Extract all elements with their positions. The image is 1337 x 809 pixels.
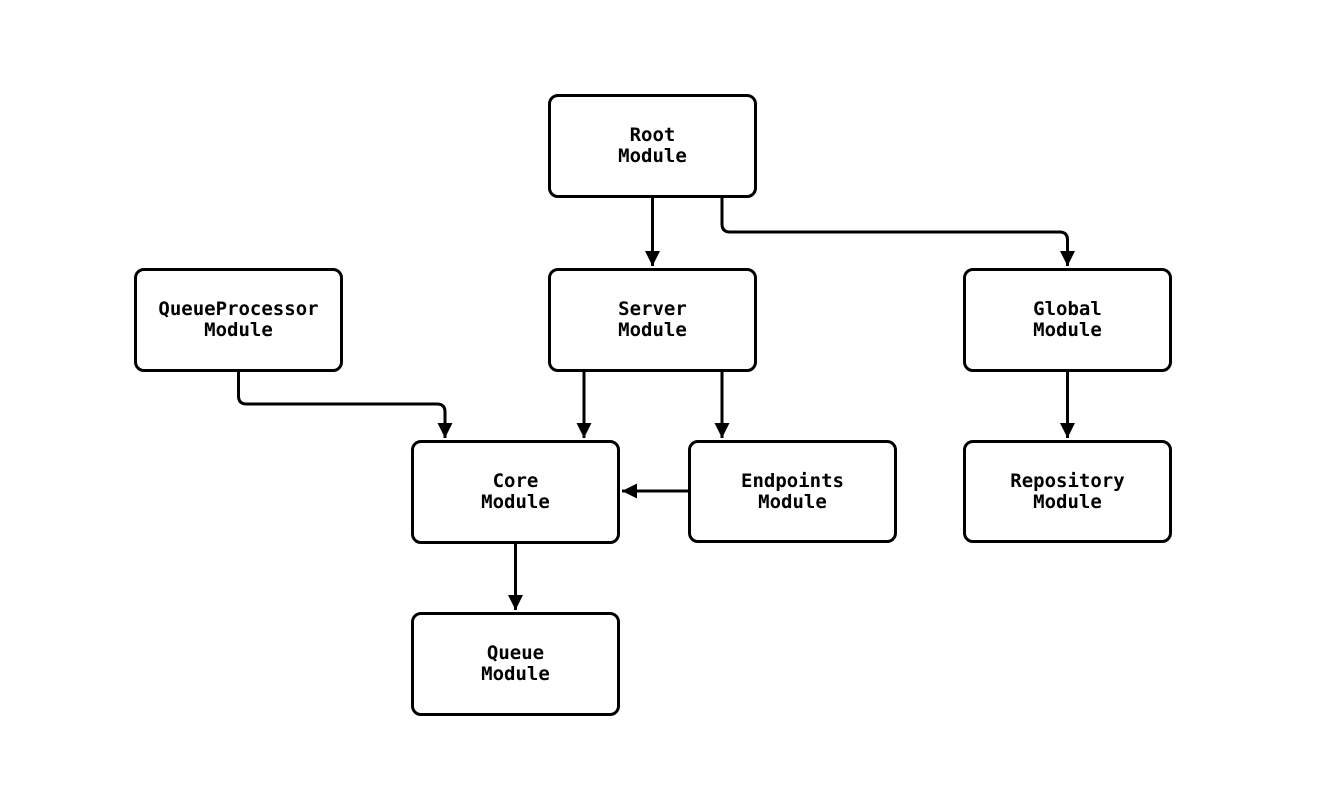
node-label-line: Endpoints <box>741 469 844 492</box>
node-label-line: Module <box>618 319 687 341</box>
node-label-line: Root <box>629 124 676 146</box>
node-label-line: Repository <box>1010 469 1125 492</box>
node-label-line: Global <box>1033 298 1102 320</box>
node-label-line: Core <box>492 470 539 492</box>
node-label-line: Module <box>1033 490 1102 513</box>
node-label-line: Server <box>618 298 687 320</box>
node-label-line: QueueProcessor <box>158 298 319 320</box>
node-label-line: Queue <box>486 642 545 664</box>
edges-group <box>237 198 1075 610</box>
node-label-line: Module <box>1033 319 1102 341</box>
node-label-line: Module <box>204 319 273 341</box>
node-label-line: Module <box>618 145 687 167</box>
edge-root-to-global <box>720 198 1075 266</box>
node-label-line: Module <box>758 490 827 513</box>
edge-queueprocessor-to-core <box>237 372 453 438</box>
node-label-line: Module <box>481 491 550 513</box>
node-label-line: Module <box>481 663 550 685</box>
